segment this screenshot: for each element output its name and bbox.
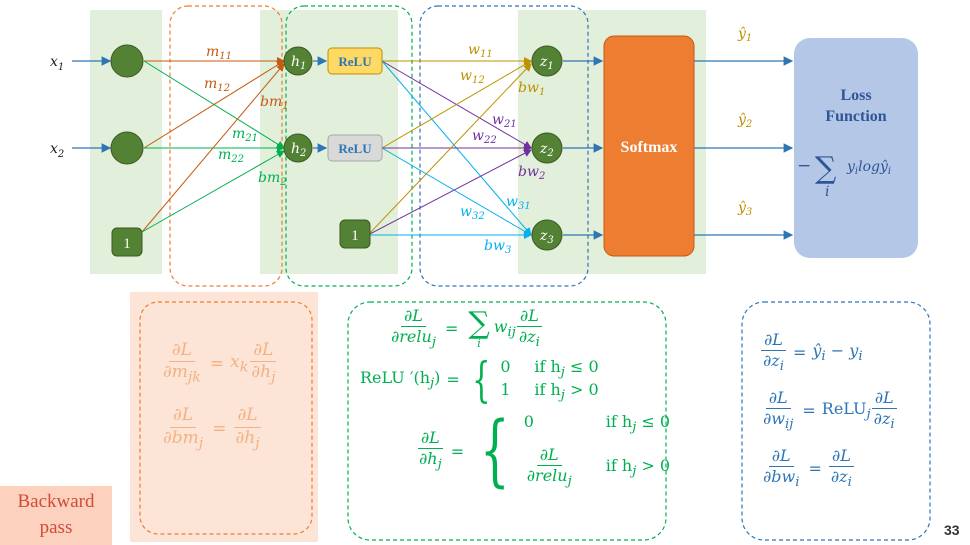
w11-label: w11 [468, 42, 493, 60]
middle-equations: ∂L∂reluj = ∑i wij ∂L∂zi ReLU ′(hj) = { 0… [360, 305, 671, 497]
dl-dbw-equation: ∂L∂bwi = ∂L∂zi [763, 445, 854, 490]
x2-label: x2 [50, 141, 64, 160]
relu-label-2: ReLU [338, 141, 372, 156]
edge-w32 [381, 147, 532, 236]
loss-sum-index: i [825, 184, 829, 200]
mid-eq-outline [347, 301, 667, 541]
x1-label: x1 [50, 54, 64, 73]
edge-bm2 [141, 150, 285, 233]
left-eq-panel [130, 292, 318, 542]
loss-minus: − [797, 156, 811, 176]
m21-label: m21 [232, 126, 258, 144]
edge-m21 [143, 60, 285, 149]
loss-title-line2: Function [825, 108, 886, 125]
backward-pass-label: Backward pass [0, 486, 112, 545]
dl-dbm-equation: ∂L∂bmj = ∂L∂hj [163, 405, 261, 451]
w31-label: w31 [506, 194, 531, 212]
yhat3-label: ŷ3 [737, 199, 752, 218]
dl-dz-equation: ∂L∂zi = ŷi − yi [761, 330, 863, 375]
z3-label: z3 [539, 228, 554, 246]
edge-w12 [381, 60, 532, 149]
softmax-label: Softmax [621, 139, 678, 156]
m12-label: m12 [204, 76, 230, 94]
edge-bm1 [141, 63, 285, 233]
input-node-2 [110, 131, 144, 165]
hidden-bias-label: 1 [351, 228, 359, 244]
w22-label: w22 [472, 128, 497, 146]
w12-label: w12 [460, 68, 485, 86]
edge-bw1 [367, 63, 532, 236]
bw2-label: bw2 [518, 164, 545, 182]
z2-label: z2 [539, 141, 554, 159]
bm2-label: bm2 [258, 170, 287, 188]
input-node-1 [110, 44, 144, 78]
bw3-label: bw3 [484, 238, 511, 256]
backward-line2: pass [39, 517, 73, 538]
bw1-label: bw1 [518, 80, 545, 98]
softmax-box [603, 35, 695, 257]
loss-sigma: ∑ [815, 151, 837, 186]
edge-bw2 [367, 149, 532, 236]
bm1-label: bm1 [260, 94, 289, 112]
m22-label: m22 [218, 147, 244, 165]
output-node-1 [531, 45, 563, 77]
hidden-node-1 [283, 46, 313, 76]
loss-formula-body: yilogŷi [846, 158, 891, 177]
z1-label: z1 [539, 54, 554, 72]
hidden-node-2 [283, 133, 313, 163]
dl-dm-equation: ∂L∂mjk = xk ∂L∂hj [163, 340, 277, 386]
output-node-2 [531, 132, 563, 164]
right-eq-outline [741, 301, 931, 541]
h2-label: h2 [291, 141, 306, 159]
output-node-3 [531, 219, 563, 251]
relu-box-2 [327, 134, 383, 162]
page-number: 33 [944, 522, 960, 538]
hidden-bias-node [339, 219, 371, 249]
m11-label: m11 [206, 44, 232, 62]
yhat2-label: ŷ2 [737, 111, 752, 130]
yhat1-label: ŷ1 [737, 25, 752, 44]
dl-dw-equation: ∂L∂wij = ReLUj ∂L∂zi [763, 387, 897, 433]
backward-line1: Backward [17, 491, 95, 512]
dl-drelu-equation: ∂L∂reluj = ∑i wij ∂L∂zi [391, 305, 542, 351]
input-bias-label: 1 [123, 236, 131, 252]
w32-label: w32 [460, 204, 485, 222]
relu-box-1 [327, 47, 383, 75]
right-equations: ∂L∂zi = ŷi − yi ∂L∂wij = ReLUj ∂L∂zi ∂L∂… [760, 330, 898, 492]
loss-title-line1: Loss [840, 87, 871, 104]
h1-label: h1 [291, 54, 306, 72]
w-weights-outline [419, 5, 589, 287]
w21-label: w21 [492, 112, 517, 130]
relu-label-1: ReLU [338, 54, 372, 69]
left-eq-outline [139, 301, 313, 535]
left-equations: ∂L∂mjk = xk ∂L∂hj ∂L∂bmj = ∂L∂hj [160, 340, 278, 453]
loss-box [794, 38, 918, 258]
input-bias-node [111, 227, 143, 257]
